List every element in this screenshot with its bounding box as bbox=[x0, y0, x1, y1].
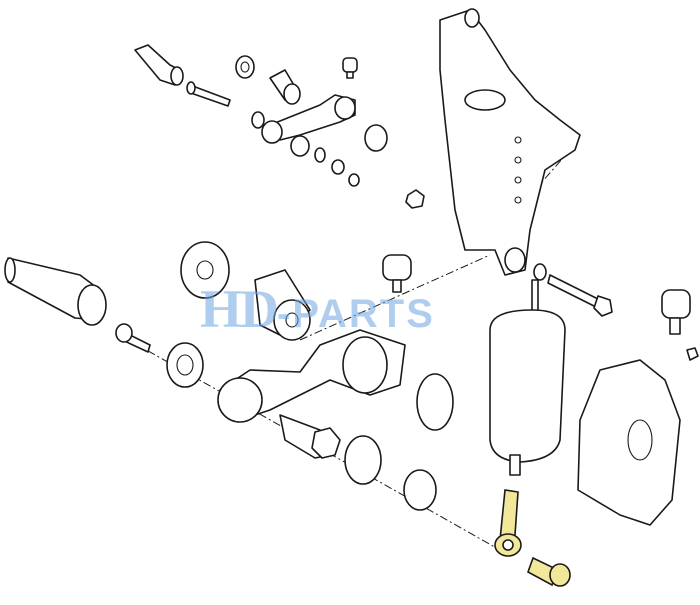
large-washer bbox=[180, 241, 230, 299]
upper-mount bbox=[342, 57, 358, 79]
washer-small bbox=[533, 263, 547, 281]
upper-circlip bbox=[251, 111, 265, 129]
upper-nut bbox=[331, 159, 345, 175]
bolt-with-nut bbox=[279, 414, 341, 459]
upper-bearing bbox=[290, 135, 310, 157]
upper-bushing bbox=[269, 69, 301, 105]
rod-end-highlighted bbox=[494, 489, 522, 557]
upper-bolt bbox=[186, 81, 231, 107]
bushing bbox=[254, 269, 311, 341]
upper-tie-rod-end bbox=[134, 44, 184, 86]
assembly-line bbox=[119, 334, 501, 551]
flat-washer bbox=[403, 469, 437, 511]
ball-stud bbox=[115, 323, 151, 353]
bolt-highlighted bbox=[527, 556, 571, 587]
right-mount bbox=[661, 289, 691, 335]
tie-rod-tube bbox=[4, 257, 107, 326]
hex-washer bbox=[416, 373, 454, 431]
shock-absorber bbox=[489, 279, 566, 476]
upper-washer bbox=[235, 55, 255, 79]
circlip bbox=[344, 435, 382, 485]
rubber-mount bbox=[382, 254, 412, 293]
upper-plate bbox=[364, 124, 388, 152]
mounting-bracket bbox=[439, 8, 581, 276]
gear-housing bbox=[577, 359, 681, 526]
upper-pitman-arm bbox=[261, 94, 356, 144]
upper-nut-small bbox=[348, 173, 360, 187]
pitman-arm bbox=[217, 329, 406, 423]
assembly-line bbox=[299, 254, 491, 341]
bearing bbox=[166, 342, 204, 388]
long-bolt bbox=[547, 274, 613, 317]
upper-ring bbox=[314, 147, 326, 163]
hex-nut bbox=[405, 189, 425, 209]
small-nut bbox=[686, 347, 699, 361]
